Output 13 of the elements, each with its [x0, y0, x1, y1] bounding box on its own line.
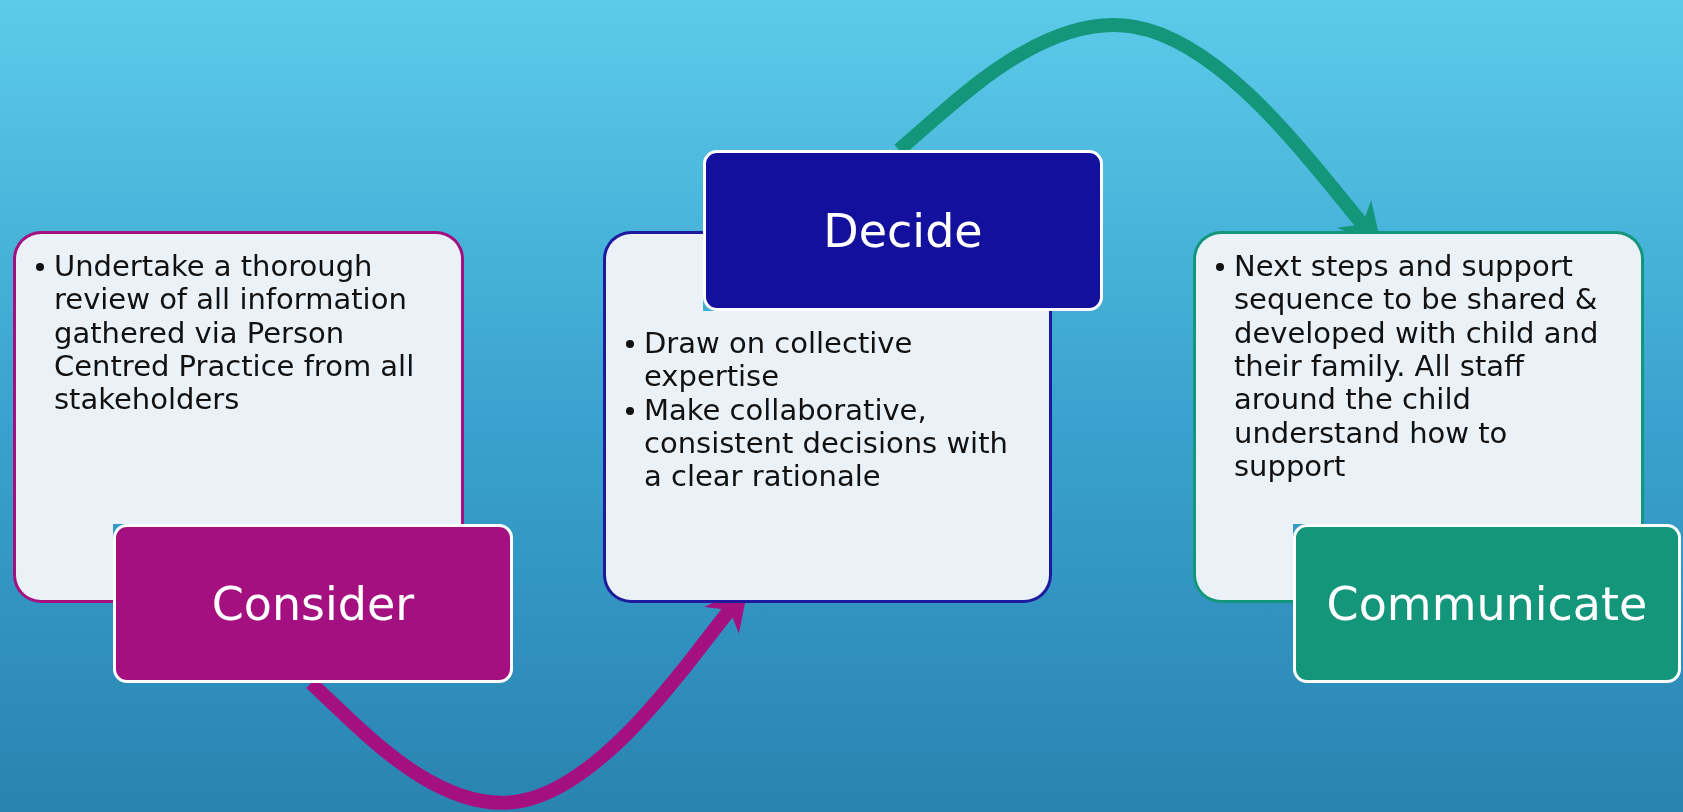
bullet-text: Make collaborative, consistent decisions with a clear rationale — [644, 393, 1009, 494]
step-label-box — [113, 524, 513, 683]
bullet-text: Next steps and support sequence to be shared & developed with child and their family. All staff around the child understand how to support — [1234, 250, 1600, 484]
step-label-box — [1293, 524, 1681, 683]
step-title: Consider — [211, 576, 415, 631]
step-label-box — [703, 150, 1103, 311]
step-title: Decide — [823, 203, 983, 258]
bullet-text: Undertake a thorough review of all information gathered via Person Centred Practice from all stakeholders — [54, 250, 416, 417]
content-card — [603, 311, 1052, 603]
content-card — [13, 231, 464, 524]
step-title: Communicate — [1326, 576, 1648, 631]
content-card — [1193, 231, 1644, 524]
bullet-text: Draw on collective expertise — [644, 327, 914, 394]
